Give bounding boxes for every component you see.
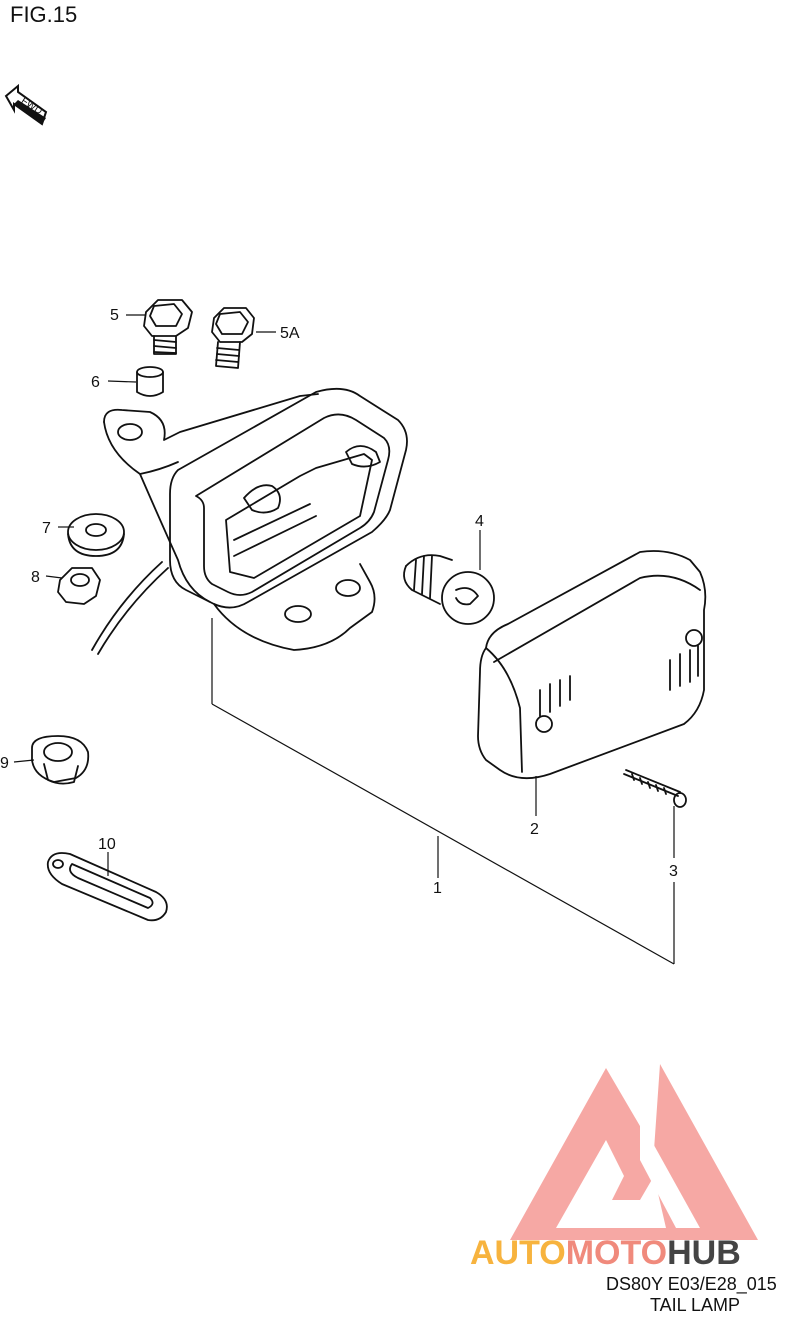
callout-4: 4: [475, 513, 484, 530]
grommet-part-9: [31, 735, 90, 785]
callout-3: 3: [669, 863, 678, 880]
forward-arrow-icon: FWD: [4, 83, 48, 126]
callout-1: 1: [433, 880, 442, 897]
band-part-10: [46, 852, 168, 922]
lens-part-2: [477, 550, 707, 780]
washer-part-7: [67, 513, 125, 557]
callout-10: 10: [98, 836, 116, 853]
svg-text:AUTOMOTOHUB: AUTOMOTOHUB: [470, 1234, 741, 1272]
diagram-title: TAIL LAMP: [650, 1295, 740, 1315]
callout-8: 8: [31, 569, 40, 586]
bolt-part-5: [143, 299, 193, 355]
callout-5a: 5A: [280, 325, 300, 342]
collar-part-6: [136, 366, 164, 397]
callout-6: 6: [91, 374, 100, 391]
screw-part-3: [623, 769, 687, 808]
figure-label: FIG.15: [10, 2, 77, 27]
callout-7: 7: [42, 520, 51, 537]
bolt-part-5a: [211, 307, 255, 369]
tail-lamp-housing-part-1: [91, 387, 408, 655]
diagram-code: DS80Y E03/E28_015: [606, 1274, 777, 1295]
callout-2: 2: [530, 821, 539, 838]
leader-lines: [13, 314, 675, 965]
watermark-text: AUTOMOTOHUB: [470, 1234, 741, 1272]
bulb-part-4: [403, 554, 495, 625]
callout-9: 9: [0, 755, 9, 772]
nut-part-8: [57, 567, 101, 605]
callout-5: 5: [110, 307, 119, 324]
watermark-logo: [510, 1064, 758, 1240]
